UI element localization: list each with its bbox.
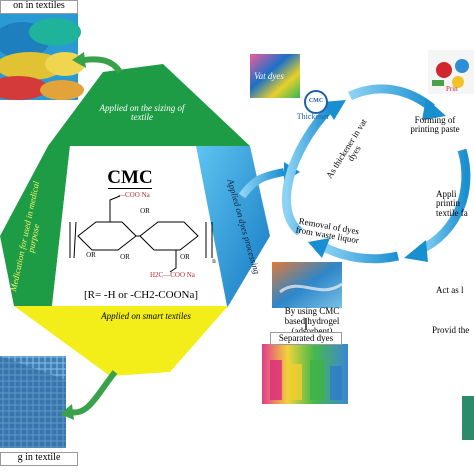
top-panel-shape	[48, 64, 250, 146]
cmc-structure	[69, 195, 213, 273]
left-panel-shape	[0, 146, 70, 306]
arrowhead-bottom	[60, 404, 74, 420]
textiles-top-photo	[0, 14, 85, 100]
forming-label: Forming of printing paste	[410, 115, 460, 135]
cycle-head-1	[322, 100, 346, 120]
cycle-head-2	[422, 98, 446, 120]
or-label-2: OR	[120, 253, 130, 261]
top-panel-label: Applied on the sizing of textile	[99, 103, 185, 123]
textiles-bottom-caption: g in textile	[0, 452, 78, 466]
right-edge-photo	[462, 396, 474, 440]
or-label-3: OR	[140, 207, 150, 215]
cycle-arc-right	[417, 148, 471, 255]
textiles-top-caption: on in textiles	[0, 0, 78, 14]
bottom-panel-shape	[14, 306, 228, 376]
or-label-1: OR	[86, 251, 96, 259]
printing-photo	[428, 50, 474, 94]
arrow-to-bottom-photo	[69, 370, 118, 416]
cmc-thickener-logo	[304, 90, 328, 114]
bottom-panel-label: Applied on smart textiles	[101, 311, 191, 321]
n-label: n	[212, 257, 216, 265]
cmc-title-underline	[108, 188, 152, 189]
cycle-head-3	[404, 240, 428, 262]
textiles-bottom-photo	[0, 356, 66, 448]
cycle-arc-left	[282, 104, 334, 236]
separated-dyes-photo	[262, 344, 348, 404]
provide-label: Provid the	[432, 325, 470, 335]
cmc-card	[52, 146, 227, 306]
vat-dyes-photo	[250, 54, 300, 98]
thickener-caption: Thickener	[296, 112, 330, 121]
cycle-arc-bottom	[319, 241, 400, 264]
cmc-formula: [R= -H or -CH2-COONa]	[83, 289, 199, 301]
separated-dyes-caption: Separated dyes	[270, 332, 342, 345]
cooNa-bottom-label: H2C―COO Na	[150, 271, 195, 279]
or-label-4: OR	[180, 253, 190, 261]
cmc-logo-text: CMC	[308, 98, 324, 104]
hydrogel-caption: By using CMC based hydrogel (adsorbent)	[284, 306, 340, 336]
waste-liquor-photo	[272, 262, 343, 308]
cycle-head-4	[308, 238, 330, 258]
printing-caption: Prin	[446, 85, 458, 93]
cooNa-top-label: ―COO Na	[118, 191, 150, 199]
cmc-title: CMC	[107, 167, 153, 188]
arrowhead-top	[72, 52, 86, 68]
arrow-to-cycle	[238, 168, 285, 199]
act-as-label: Act as l	[436, 285, 464, 295]
cycle-arc-top	[348, 84, 435, 112]
arrow-to-top-photo	[83, 56, 123, 74]
vat-dyes-caption: Vat dyes	[254, 71, 284, 81]
applied-printing-label: Appli printin textile fa	[436, 189, 468, 218]
